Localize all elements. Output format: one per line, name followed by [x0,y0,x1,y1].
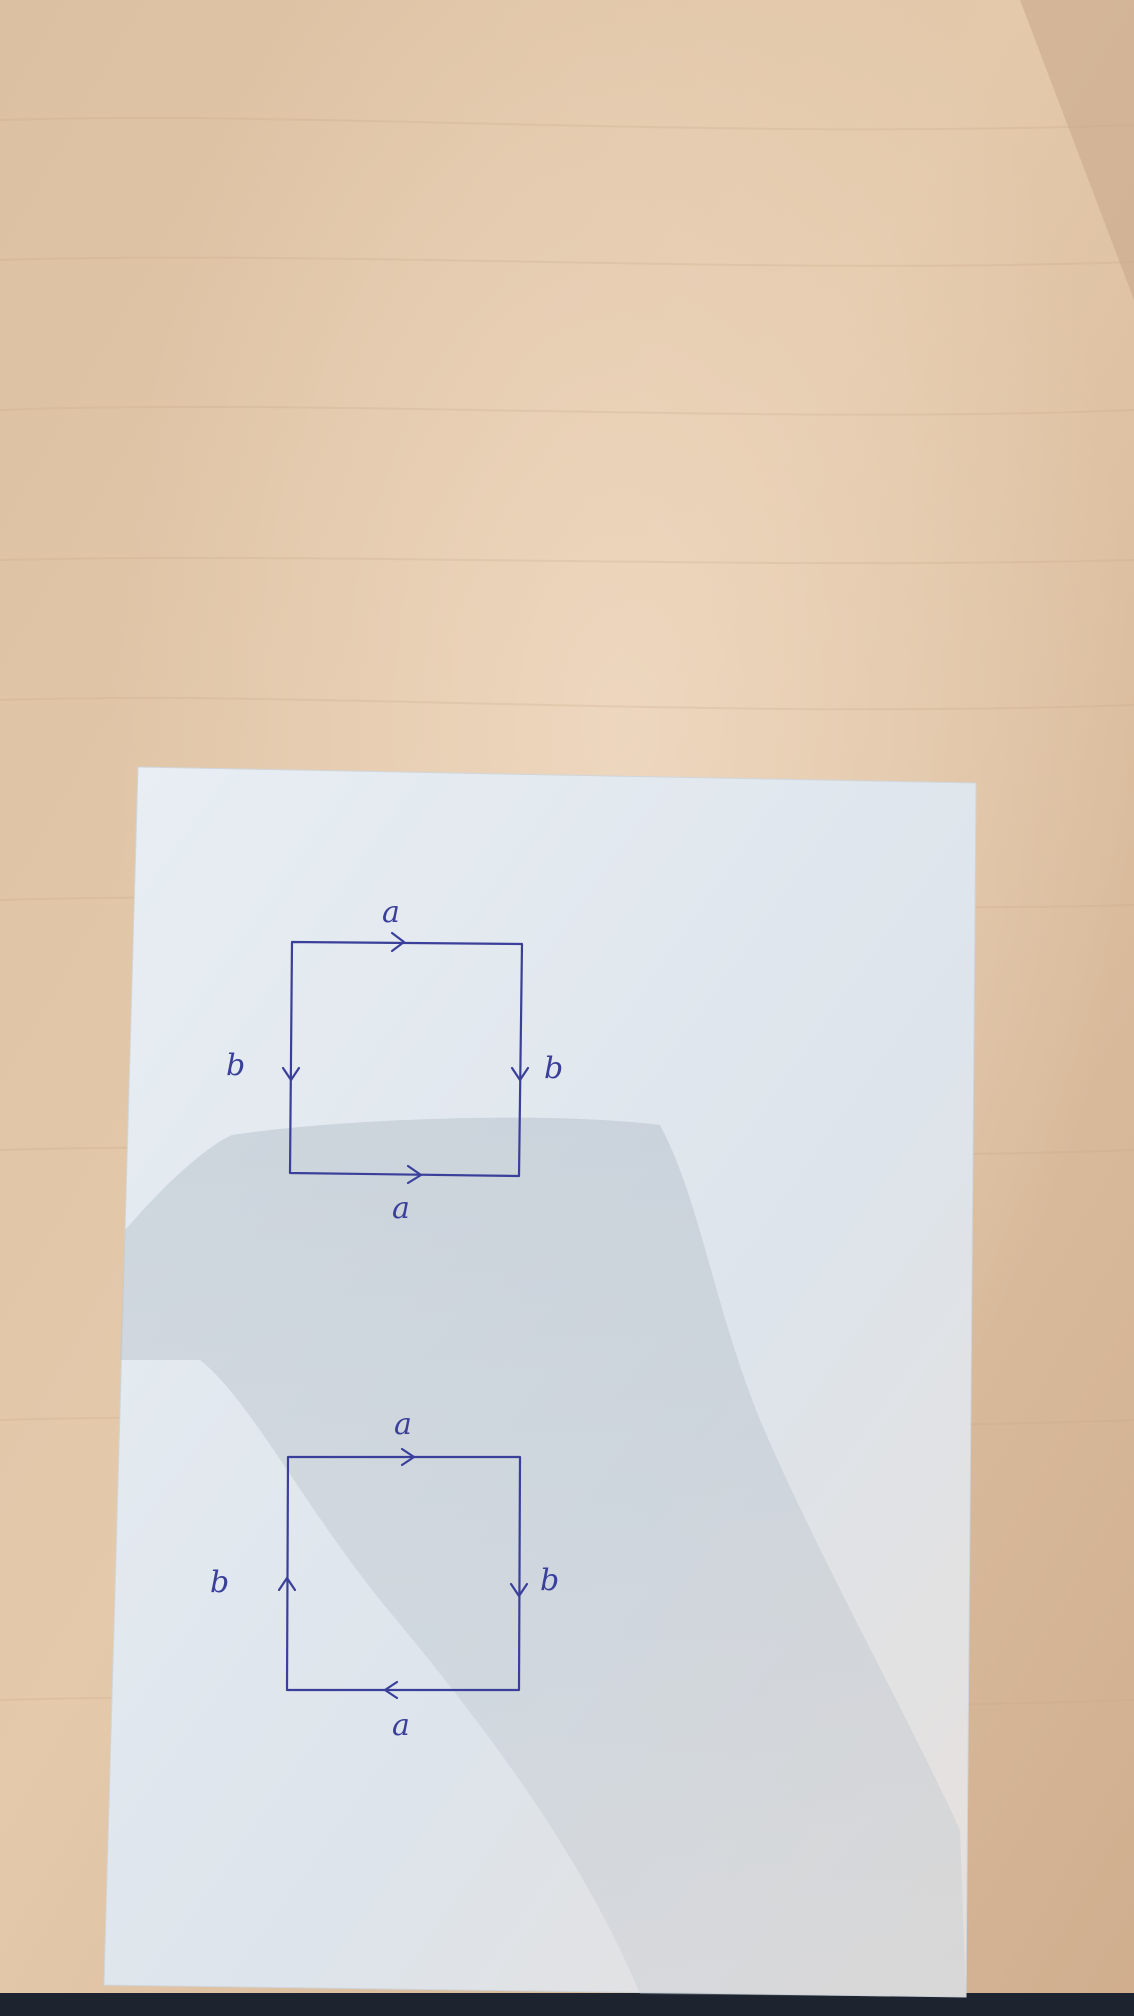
square-1-bottom-arrow [406,1164,423,1185]
square-1-left-label: b [226,1048,245,1083]
square-1-right-label: b [544,1051,563,1086]
square-1-bottom-label: a [392,1191,410,1226]
square-diagram-1 [281,931,530,1185]
bottom-edge [0,1993,1134,2016]
square-1-outline [288,940,524,1178]
square-1-right-arrow [510,1066,530,1082]
square-2-outline [285,1455,522,1692]
square-1-left-arrow [281,1066,301,1082]
square-2-top-arrow [400,1447,416,1467]
square-2-left-label: b [210,1565,229,1600]
square-2-left-arrow [277,1576,297,1592]
square-1-top-label: a [382,895,400,930]
table-shade-corner [1020,0,1134,300]
square-2-right-arrow [509,1582,529,1598]
square-1-top-arrow [390,931,406,953]
square-diagram-2 [277,1447,529,1700]
square-2-top-label: a [394,1407,412,1442]
paper-shadow [120,1117,966,1997]
square-2-bottom-label: a [392,1708,410,1743]
square-2-bottom-arrow [383,1680,399,1700]
square-2-right-label: b [540,1563,559,1598]
